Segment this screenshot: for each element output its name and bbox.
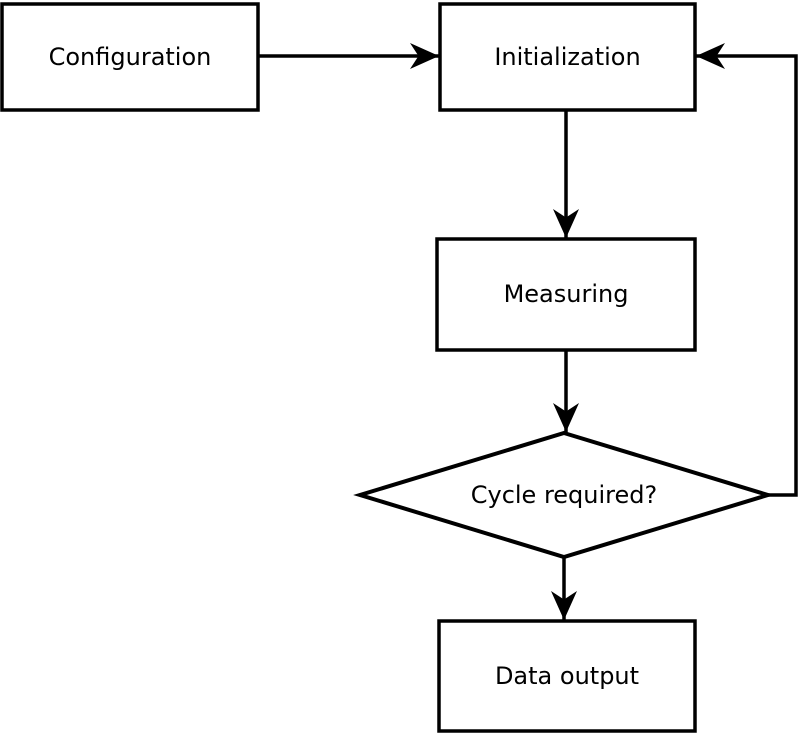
configuration-node-box — [0, 2, 260, 112]
data-output-node-box — [437, 619, 697, 733]
initialization-node-box — [438, 2, 697, 112]
arrow-cycle-required-to-initialization-loop — [696, 43, 798, 497]
measuring-node-box — [435, 237, 697, 352]
cycle-required-decision-diamond — [353, 430, 775, 560]
